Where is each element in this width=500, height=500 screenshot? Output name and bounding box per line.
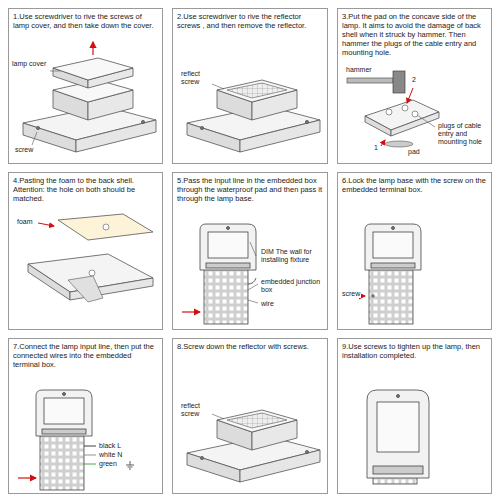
step-panel: 4.Pasting the foam to the back shell. At… [8, 172, 163, 330]
input-line-passing [182, 224, 258, 324]
step-panel: 7.Connect the lamp input line, then put … [8, 338, 163, 494]
part-label: green [98, 460, 118, 468]
step-instruction: 5.Pass the input line in the embedded bo… [173, 173, 327, 206]
part-label: screw [341, 290, 361, 298]
step-panel: 9.Use screws to tighten up the lamp, the… [337, 338, 492, 494]
lamp-base-locking [341, 224, 421, 324]
part-label: screw [14, 146, 34, 154]
installed-lamp [367, 390, 429, 484]
part-label: embedded junction box [260, 278, 326, 294]
step-instruction: 1.Use screwdriver to rive the screws of … [9, 9, 162, 33]
step-panel: 1.Use screwdriver to rive the screws of … [8, 8, 163, 164]
part-label: black L [98, 442, 122, 450]
part-label: lamp cover [11, 60, 47, 68]
part-label: hammer [345, 66, 373, 74]
lamp-cover-removal [23, 42, 156, 152]
part-label: 2 [411, 76, 417, 84]
step-panel: 6.Lock the lamp base with the screw on t… [337, 172, 492, 330]
ground-symbol [126, 461, 134, 469]
step-instruction: 3.Put the pad on the concave side of the… [338, 9, 491, 60]
reflector-removal [187, 80, 320, 152]
part-label: pad [407, 148, 421, 156]
step-instruction: 8.Screw down the reflector with screws. [173, 339, 327, 354]
part-label: reflect screw [180, 402, 212, 418]
step-instruction: 6.Lock the lamp base with the screw on t… [338, 173, 491, 197]
step-instruction: 7.Connect the lamp input line, then put … [9, 339, 162, 372]
plug-hammering [347, 71, 439, 147]
step-instruction: 4.Pasting the foam to the back shell. At… [9, 173, 162, 206]
wire-connection [18, 390, 134, 490]
part-label: reflect screw [180, 70, 212, 86]
part-label: white N [98, 451, 123, 459]
foam-pasting [28, 214, 153, 302]
part-label: 1 [373, 144, 379, 152]
reflector-fitting [187, 410, 320, 482]
part-label: plugs of cable entry and mounting hole [437, 122, 491, 146]
part-label: foam [16, 218, 34, 226]
step-instruction: 2.Use screwdriver to rive the reflector … [173, 9, 327, 33]
part-label: DIM The wall for installing fixture [260, 248, 326, 264]
step-instruction: 9.Use screws to tighten up the lamp, the… [338, 339, 491, 363]
part-label: wire [260, 300, 275, 308]
